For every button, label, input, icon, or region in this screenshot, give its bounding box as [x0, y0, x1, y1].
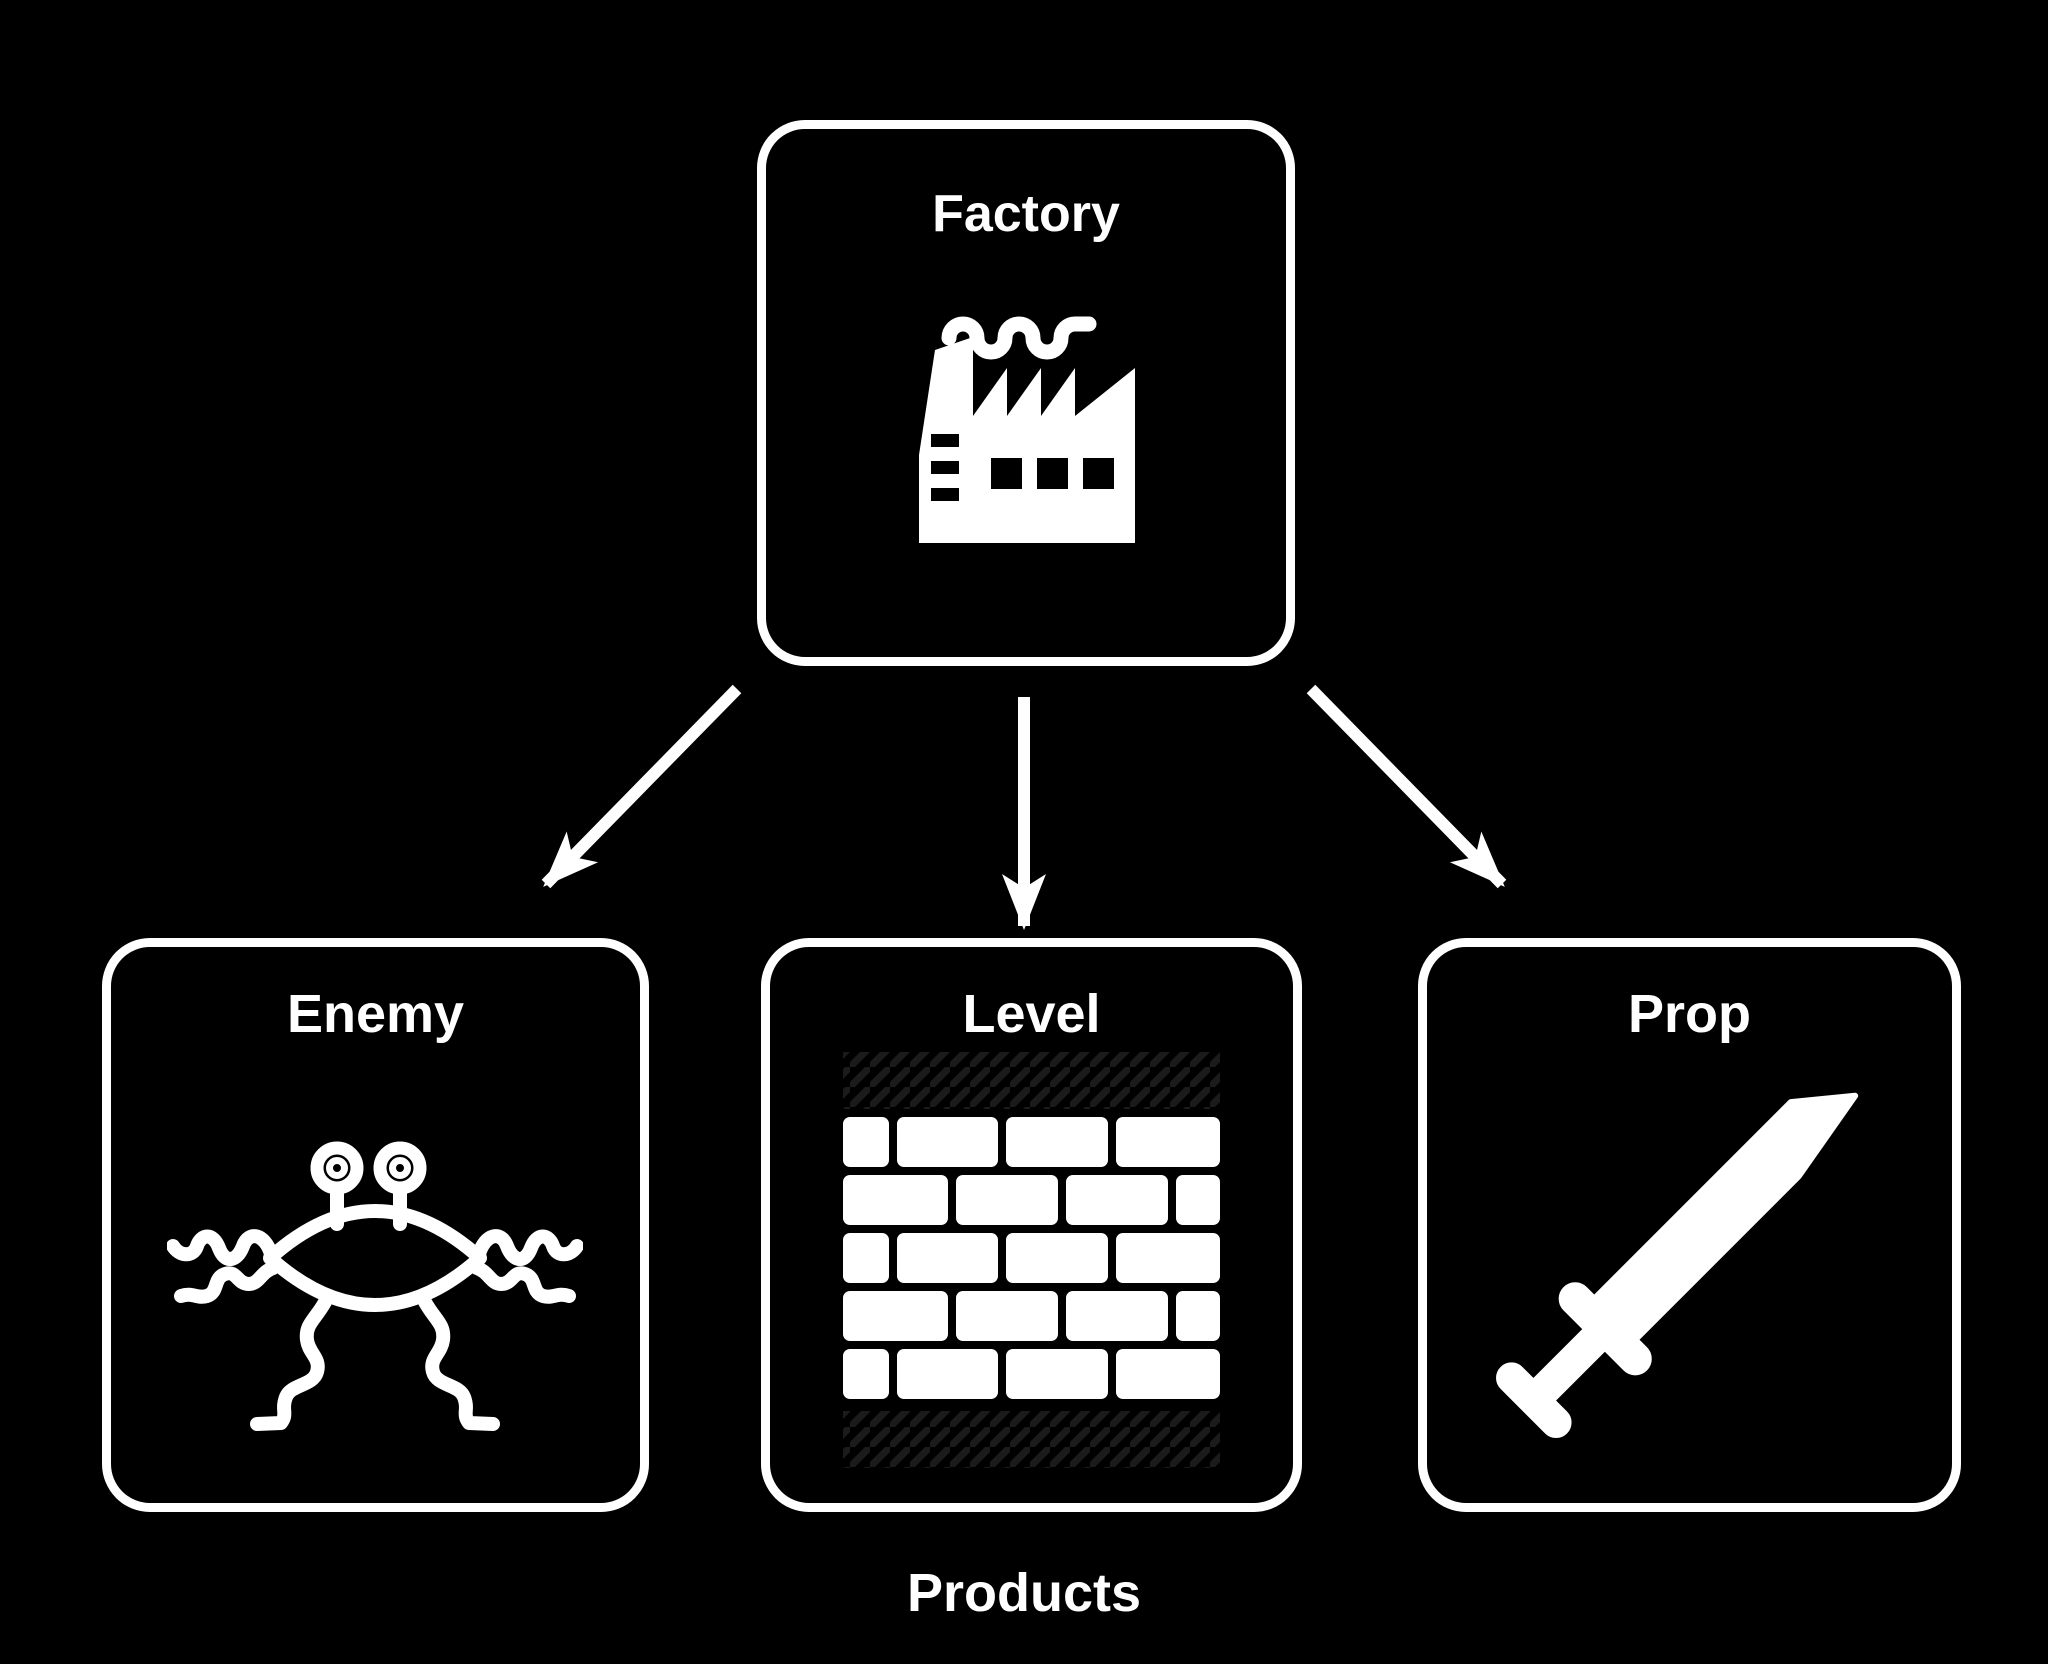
hatch-band-top — [843, 1052, 1220, 1109]
factory-box: Factory — [757, 120, 1295, 666]
factory-icon — [919, 316, 1135, 543]
enemy-box-title: Enemy — [286, 984, 465, 1044]
sword-pommel — [1496, 1362, 1572, 1438]
level-box: Level — [761, 938, 1302, 1512]
arrow-factory-to-enemy — [541, 684, 742, 889]
brick-wall-icon — [843, 1052, 1220, 1468]
products-caption: Products — [906, 1563, 1142, 1623]
sword-icon — [1496, 1092, 1859, 1438]
prop-box: Prop — [1418, 938, 1961, 1512]
sword-blade — [1587, 1092, 1859, 1347]
arrow-factory-to-prop — [1306, 684, 1507, 889]
right-appendages — [418, 1229, 583, 1431]
left-appendages — [167, 1229, 332, 1431]
level-box-title: Level — [962, 984, 1101, 1044]
flying-spaghetti-monster-icon — [167, 1141, 583, 1431]
enemy-box: Enemy — [102, 938, 649, 1512]
factory-box-title: Factory — [932, 185, 1120, 243]
hatch-band-bottom — [843, 1411, 1220, 1468]
prop-box-title: Prop — [1627, 984, 1751, 1044]
